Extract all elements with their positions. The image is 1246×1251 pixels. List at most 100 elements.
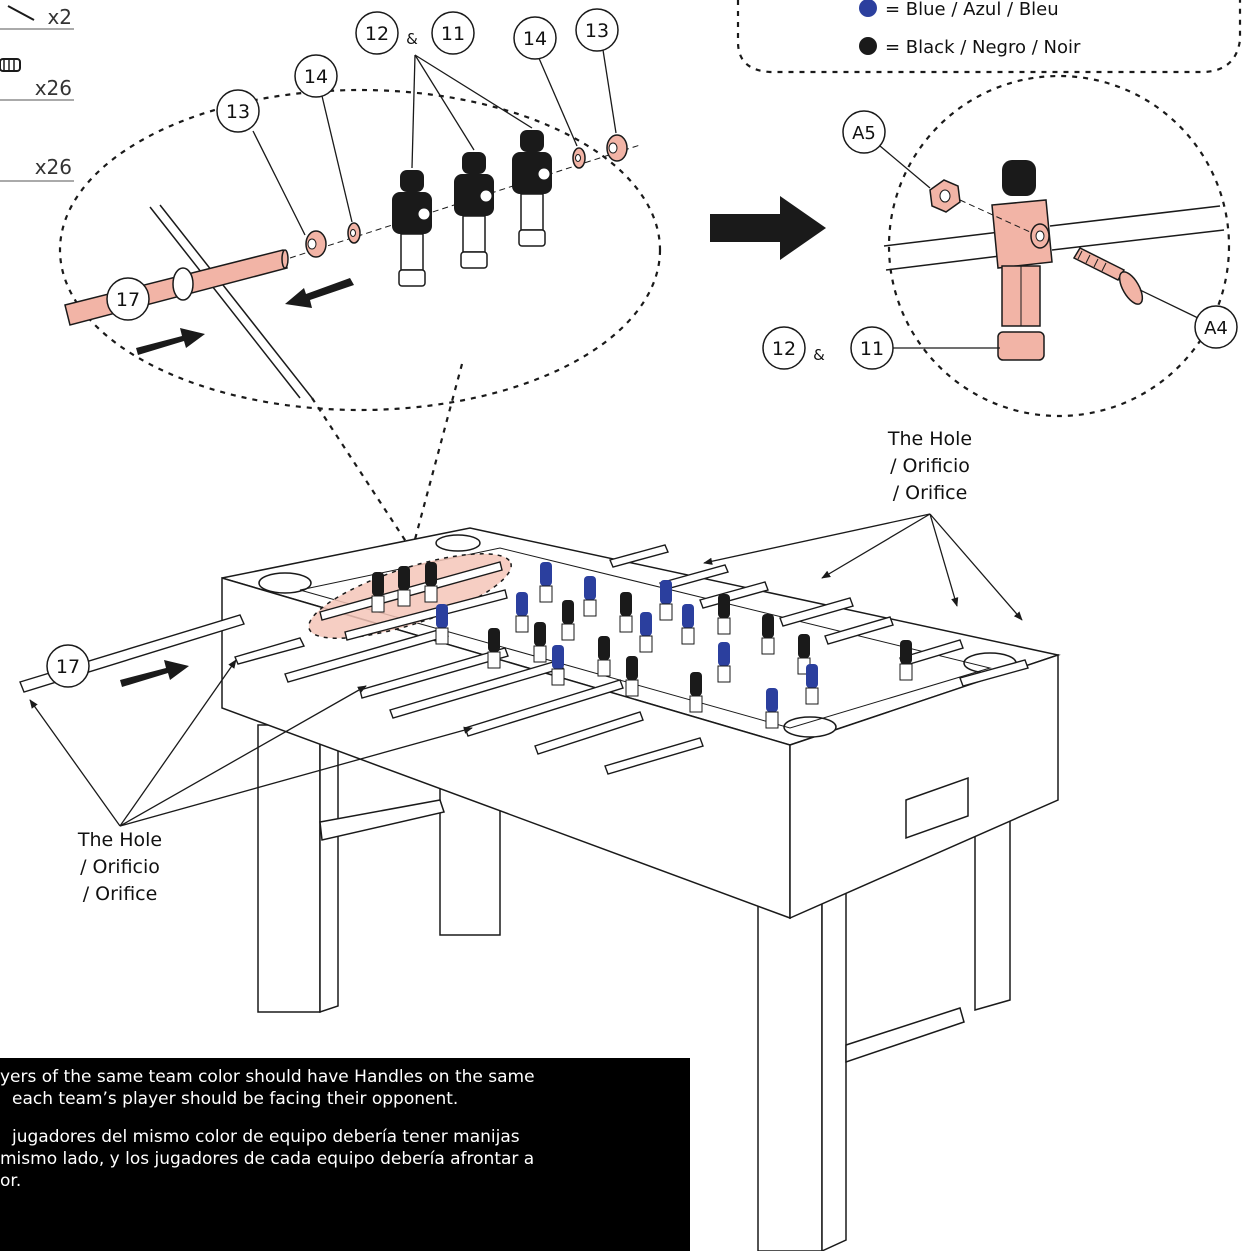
assembly-note: yers of the same team color should have … (0, 1058, 690, 1251)
player-figure-icon (435, 604, 449, 645)
bumper-left-icon (305, 230, 327, 258)
player-figure-icon (765, 688, 779, 729)
note-spanish-line: jugadores del mismo color de equipo debe… (12, 1127, 520, 1147)
exploded-view-boundary (58, 88, 662, 412)
parts-qty-washers-b: x26 (35, 155, 72, 179)
hole-label-left: The Hole / Orificio / Orifice (58, 827, 182, 908)
player-figure-icon (533, 622, 547, 663)
grommet-icon (172, 267, 194, 301)
hole-label-line: / Orifice (892, 482, 968, 504)
insert-arrow-icon (136, 328, 205, 355)
player-figure-icon (424, 562, 438, 603)
svg-text:17: 17 (56, 656, 80, 678)
player-figure-icon (551, 645, 565, 686)
player-figure-icon (539, 562, 553, 603)
parts-qty-rods: x2 (47, 5, 72, 29)
detail-view (879, 74, 1231, 418)
player-figure-icon (717, 594, 731, 635)
player-figure-icon (761, 614, 775, 655)
hole-label-line: The Hole (887, 428, 973, 450)
legend-border (736, 0, 1242, 74)
svg-text:13: 13 (585, 20, 609, 42)
washer-left-icon (347, 222, 361, 244)
detail-player-icon (991, 160, 1053, 361)
callout-ampersand: & (813, 346, 825, 364)
exploded-view (58, 88, 662, 412)
svg-text:17: 17 (116, 289, 140, 311)
rod-part-icon (7, 5, 35, 21)
black-swatch-icon (859, 37, 877, 55)
hole-label-line: / Orificio (80, 856, 160, 878)
callout-a4: A4 (1194, 305, 1238, 349)
hole-leaders-right (703, 513, 1023, 621)
player-figure-icon (597, 636, 611, 677)
table-players (371, 562, 913, 729)
callout-11-detail: 11 (850, 326, 894, 370)
callout-17-exploded: 17 (106, 277, 150, 321)
screw-icon (1072, 247, 1144, 305)
bumper-right-icon (606, 134, 628, 162)
player-figure-icon (392, 170, 432, 287)
svg-text:11: 11 (441, 23, 465, 45)
svg-text:14: 14 (523, 28, 547, 50)
callout-17-table: 17 (46, 644, 90, 688)
hole-label-line: The Hole (77, 829, 163, 851)
detail-view-boundary (887, 74, 1231, 418)
note-spanish-line: or. (0, 1171, 22, 1191)
screw-part-icon (0, 58, 21, 72)
svg-text:12: 12 (365, 23, 389, 45)
player-figure-icon (659, 580, 673, 621)
callout-13-left: 13 (216, 89, 260, 133)
callout-leaders (252, 49, 617, 236)
callout-12-detail: 12 (762, 326, 806, 370)
player-figure-icon (512, 130, 552, 247)
washer-right-icon (572, 147, 586, 169)
insert-arrow-icon (120, 660, 189, 687)
callout-13-right: 13 (575, 8, 619, 52)
note-english-line: yers of the same team color should have … (0, 1067, 535, 1087)
player-figure-icon (805, 664, 819, 705)
svg-text:12: 12 (772, 338, 796, 360)
player-figure-icon (583, 576, 597, 617)
hole-label-line: / Orificio (890, 455, 970, 477)
player-figure-icon (397, 566, 411, 607)
zoom-guide-line (408, 363, 464, 559)
next-step-arrow-icon (710, 196, 826, 260)
callout-ampersand: & (406, 30, 418, 48)
player-figure-icon (717, 642, 731, 683)
callout-11: 11 (431, 11, 475, 55)
parts-qty-washers-a: x26 (35, 76, 72, 100)
player-figure-icon (561, 600, 575, 641)
callout-a5: A5 (842, 110, 886, 154)
hole-leaders-left (29, 659, 473, 827)
note-english-line: each team’s player should be facing thei… (12, 1089, 459, 1109)
note-spanish-line: mismo lado, y los jugadores de cada equi… (0, 1149, 535, 1169)
callout-14-right: 14 (513, 16, 557, 60)
zoom-guide-line (311, 397, 421, 564)
player-figure-icon (639, 612, 653, 653)
player-figure-icon (487, 628, 501, 669)
callout-14-left: 14 (294, 54, 338, 98)
slide-arrow-icon (285, 278, 354, 308)
legend-black-label: = Black / Negro / Noir (885, 37, 1081, 58)
parts-list: x2 x26 x26 (0, 5, 74, 182)
hole-label-right: The Hole / Orificio / Orifice (868, 426, 992, 507)
legend-blue-label: = Blue / Azul / Bleu (885, 0, 1059, 20)
blue-swatch-icon (859, 0, 877, 17)
nut-icon (929, 179, 961, 213)
callout-12: 12 (355, 11, 399, 55)
player-figure-icon (689, 672, 703, 713)
player-figure-icon (454, 152, 494, 269)
svg-text:A5: A5 (852, 123, 876, 144)
color-legend: = Blue / Azul / Bleu = Black / Negro / N… (736, 0, 1242, 74)
player-figure-icon (625, 656, 639, 697)
svg-text:13: 13 (226, 101, 250, 123)
hole-label-line: / Orifice (82, 883, 158, 905)
svg-text:A4: A4 (1204, 318, 1228, 339)
player-figure-icon (515, 592, 529, 633)
player-figure-icon (681, 604, 695, 645)
svg-text:11: 11 (860, 338, 884, 360)
svg-text:14: 14 (304, 66, 328, 88)
player-figure-icon (371, 572, 385, 613)
